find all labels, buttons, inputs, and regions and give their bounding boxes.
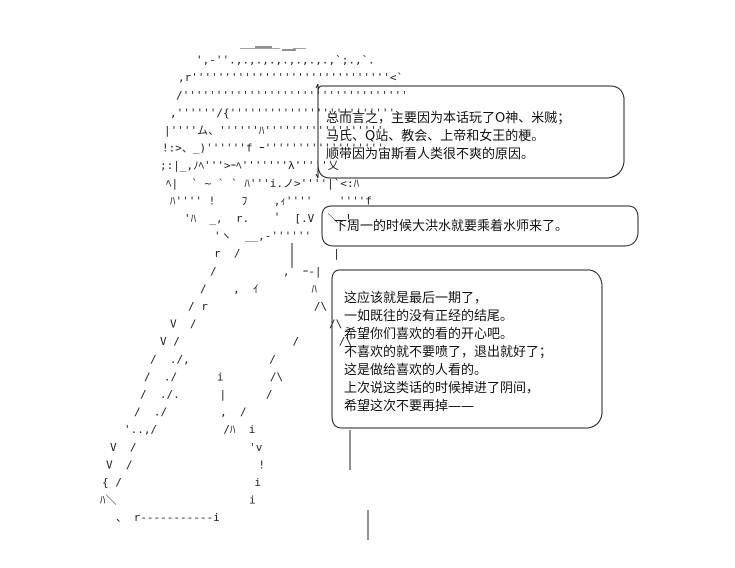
ascii-art-row: ﾍ| ` ~ ` ` ﾊ'''i.ノ>''''|`<:ﾊ [166,177,360,190]
ascii-art-row: |''''ム、''''''ﾊ'''''''''''''''''' [164,124,384,137]
ascii-art-row: ,r''''''''''''''''''''''''''''''<` [178,71,403,84]
ascii-art-row: 、 r-----------i [116,511,220,524]
bubble-3-line-7: 希望这次不要再掉—— [344,398,474,414]
ascii-art-row: / r /\ [188,300,327,313]
ascii-art-row: / , ｲ ﾊ [200,282,317,295]
ascii-art-row: ;:|_,ﾉﾍ'''>ｰﾍ'''''''λ'''''乂 [160,159,339,172]
ascii-art-row: ﾊ＼ i [100,494,256,507]
ascii-art-row: / ./ , / [134,406,247,419]
ascii-art-row: V / / /\ [160,335,352,348]
ascii-art-row: / , ｰ-| [210,265,321,278]
ascii-art-row: V / ! [106,458,265,471]
ascii-art-row: ,''''''/{''''''''''''''''''''''''' [170,106,395,119]
ascii-art-row: ______ __ [240,36,307,49]
speech-bubble-2: 下周一的时候大洪水就要乘着水师来了。 [321,205,639,247]
ascii-art-row: 'ヽ __,-'''''' [214,230,311,243]
speech-bubble-3: 这应该就是最后一期了， 一如既往的没有正经的结尾。 希望你们喜欢的看的开心吧。 … [331,269,603,429]
speech-bubble-1: 总而言之，主要因为本话玩了O神、米贼； 马氏、Q站、教会、上帝和女王的梗。 顺带… [315,83,625,179]
ascii-art-row: '..,/ /ﾊ i [124,423,255,436]
bubble-3-line-4: 不喜欢的就不要喷了，退出就好了； [344,344,552,360]
ascii-art-row: / ./, / [150,353,276,366]
ascii-art-row: r / | [214,247,340,260]
ascii-art-row: /'''''''''''''''''''''''''''''''''' [176,89,408,102]
ascii-art-row: !:>、_)''''''f ｰ'''''''''''''''''' [162,142,384,155]
bubble-3-line-1: 这应该就是最后一期了， [344,290,487,306]
bubble-3-line-3: 希望你们喜欢的看的开心吧。 [344,326,513,342]
ascii-art-row: 'ﾊ _, r. ﾟ [.V ＼.! [184,212,352,225]
ascii-art-row: ',-''.,.,.,.,.,.,.,.,`;.,`. [196,54,375,67]
bubble-3-line-5: 这是做给喜欢的人看的。 [344,362,487,378]
figure-outline-strokes [255,46,369,540]
ascii-art-row: { / i [102,476,261,489]
ascii-art-row: / ./ i /\ [144,370,283,383]
bubble-1-line-2: 马氏、Q站、教会、上帝和女王的梗。 [326,128,544,144]
bubble-3-line-2: 一如既往的没有正经的结尾。 [344,308,513,324]
ascii-art-row: / ./. | / [140,388,272,401]
bubble-3-line-6: 上次说这类话的时候掉进了阴间， [344,380,539,396]
ascii-art-row: V / 'v [110,441,263,454]
bubble-2-line-1: 下周一的时候大洪水就要乘着水师来了。 [334,218,568,234]
bubble-1-line-3: 顺带因为宙斯看人类很不爽的原因。 [326,146,534,162]
bubble-1-line-1: 总而言之，主要因为本话玩了O神、米贼； [326,111,570,126]
ascii-art-row: V / /\ [170,318,342,331]
ascii-art-row: ﾊ'''' ! ﾌ ,ｨ'''' ''''f [170,194,372,207]
ascii-figure: ______ __ ',-''.,.,.,.,.,.,.,.,`;.,`. ,r''… [100,36,408,524]
